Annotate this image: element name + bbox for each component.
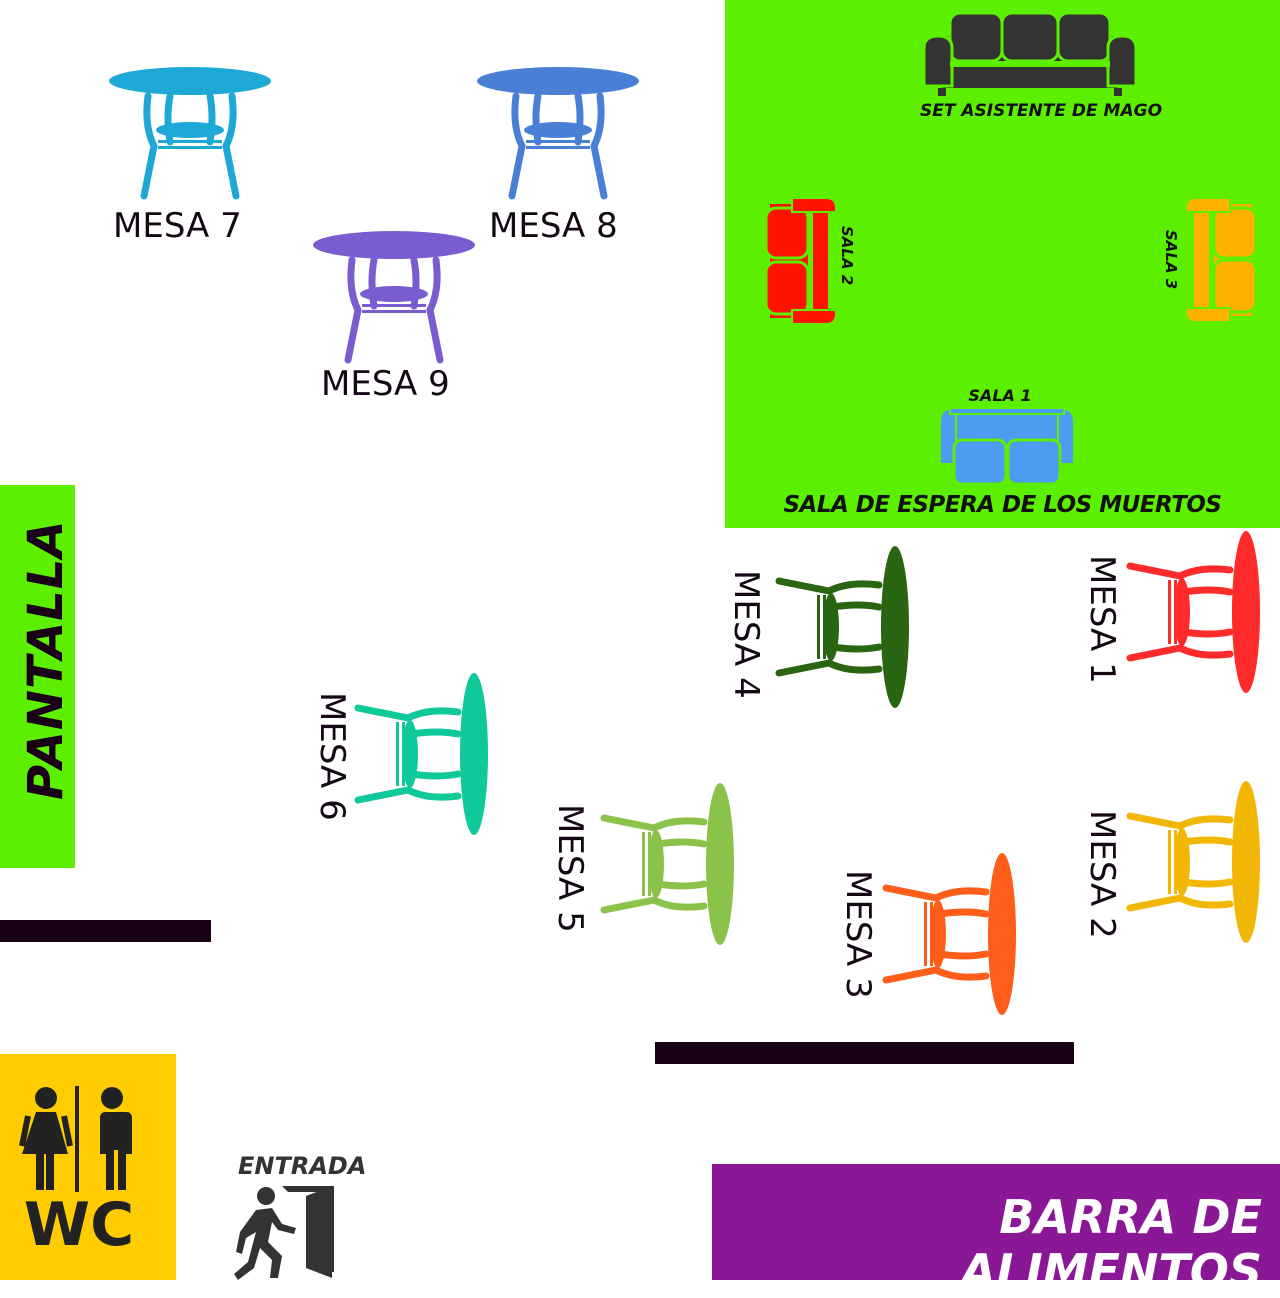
sofa-icon bbox=[1185, 197, 1258, 323]
table-icon bbox=[882, 853, 1016, 1015]
screen-label: PANTALLA bbox=[18, 519, 74, 800]
table-6-label: MESA 6 bbox=[312, 692, 352, 821]
restroom-label: WC bbox=[23, 1190, 135, 1260]
screen-zone bbox=[0, 485, 75, 868]
entrance-label: ENTRADA bbox=[238, 1152, 367, 1180]
table-5-label: MESA 5 bbox=[550, 804, 590, 933]
magician-set-label: SET ASISTENTE DE MAGO bbox=[920, 101, 1163, 121]
food-bar-zone bbox=[712, 1164, 1280, 1280]
wall-bottom bbox=[655, 1042, 1074, 1064]
sofa-icon bbox=[939, 407, 1075, 486]
sala2-label: SALA 2 bbox=[838, 226, 856, 286]
sofa-icon bbox=[922, 11, 1138, 96]
table-4-label: MESA 4 bbox=[726, 570, 766, 699]
table-2-label: MESA 2 bbox=[1082, 810, 1122, 939]
table-8-label: MESA 8 bbox=[489, 206, 618, 246]
restroom-zone bbox=[0, 1054, 176, 1280]
table-icon bbox=[1126, 531, 1260, 693]
table-icon bbox=[313, 231, 475, 364]
table-1-label: MESA 1 bbox=[1082, 555, 1122, 684]
sala3-label: SALA 3 bbox=[1162, 230, 1180, 290]
table-3-label: MESA 3 bbox=[838, 870, 878, 999]
food-bar-label: BARRA DE ALIMENTOS bbox=[960, 1190, 1262, 1298]
table-icon bbox=[109, 67, 271, 200]
wall-left bbox=[0, 920, 211, 942]
table-icon bbox=[354, 673, 488, 835]
table-icon bbox=[775, 546, 909, 708]
table-icon bbox=[600, 783, 734, 945]
waiting-room-label: SALA DE ESPERA DE LOS MUERTOS bbox=[783, 492, 1222, 518]
table-icon bbox=[477, 67, 639, 200]
sala1-label: SALA 1 bbox=[968, 386, 1032, 405]
table-7-label: MESA 7 bbox=[113, 206, 242, 246]
table-icon bbox=[1126, 781, 1260, 943]
table-9-label: MESA 9 bbox=[321, 364, 450, 404]
restroom-icon bbox=[19, 1086, 132, 1192]
sofa-icon bbox=[764, 197, 837, 325]
exit-door-icon bbox=[234, 1186, 334, 1280]
